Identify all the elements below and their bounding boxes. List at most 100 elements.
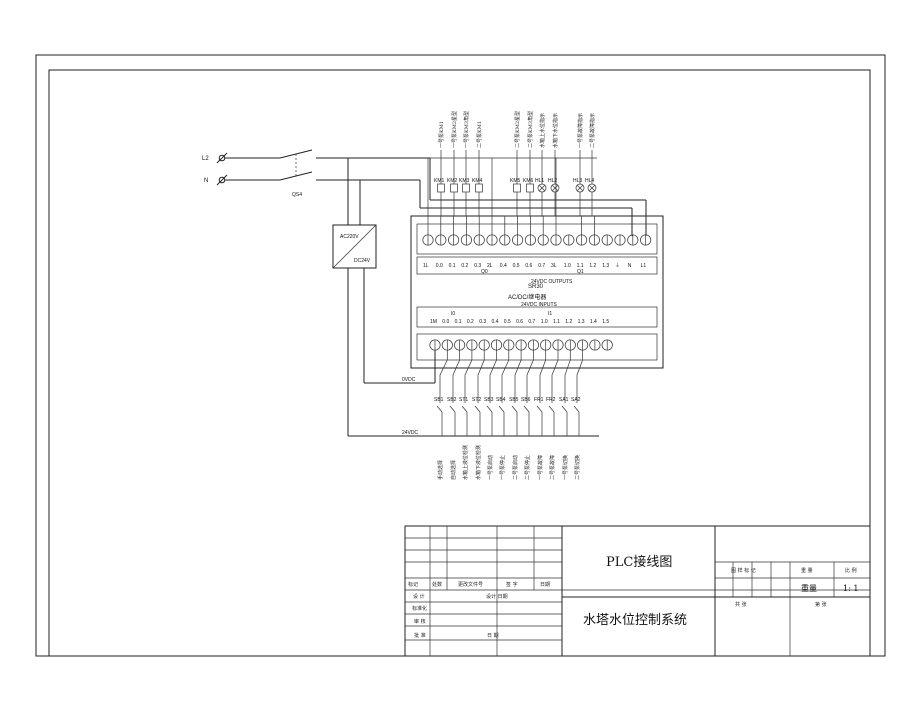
output-terminal-label: 1.0 [564,263,571,269]
input-switch-tag: SB5 [509,397,519,403]
output-device-desc: 一号泵KM2星型 [451,111,458,148]
input-switch [498,350,510,436]
output-device-desc: 水箱下水位指示 [552,113,559,148]
psu-out-label: DC24V [354,258,371,264]
output-device-desc: 二号泵KM1 [477,121,483,148]
output-terminal-label: 0.7 [538,263,545,269]
tb-hdr-stage: 图 样 标 记 [731,567,756,574]
input-switch [536,350,547,436]
input-switch-tag: ST2 [472,397,481,403]
outer-frame [35,54,886,657]
output-device [475,150,483,235]
tb-col-doc: 更改文件号 [458,581,483,588]
output-terminal [576,234,588,246]
input-terminal [429,339,441,351]
output-terminal-label: 0.2 [461,263,468,269]
output-terminal [460,234,472,246]
output-device-tag: KM3 [459,178,470,184]
output-device-tag: KM6 [523,178,534,184]
output-terminal [499,234,511,246]
output-device-desc: 水箱上水位指示 [539,113,546,148]
input-switch [461,350,473,436]
plc-type: AC/DC/继电器 [508,293,546,301]
output-terminal-label: 0.0 [436,263,443,269]
output-terminal-label: 0.6 [525,263,532,269]
tb-row-standard: 标准化 [412,605,427,612]
output-device-tag: KM4 [472,178,483,184]
output-device [450,150,458,235]
input-terminal-label: 1.3 [578,319,585,325]
input-switch-tag: SB3 [484,397,494,403]
input-terminal [490,339,503,351]
q0-label: Q0 [481,269,488,275]
input-terminal [466,339,478,351]
output-terminal-label: N [628,263,632,269]
input-switch-tag: SA2 [571,397,581,403]
input-switch-desc: 手动选择 [437,460,444,480]
input-terminal [540,339,552,351]
input-switch-desc: 一号泵停止 [499,455,506,480]
title-block-grid [404,525,871,657]
output-terminal-label: 0.5 [513,263,520,269]
input-switch-tag: SB6 [521,397,531,403]
output-device [504,150,521,235]
input-switch [523,350,534,436]
output-terminal-label: 3L [551,263,557,269]
dc0-label: 0VDC [402,377,416,383]
input-terminal-label: 0.1 [455,319,462,325]
input-terminal [564,339,576,351]
input-terminal-label: 1M [430,319,437,325]
tb-row-design: 设 计 [413,593,425,600]
output-terminal [601,234,613,246]
input-terminal [454,339,466,351]
input-switch-desc: 一号泵切换 [562,455,569,480]
breaker-label: QS4 [292,192,302,198]
output-device [530,150,547,235]
tb-sheet-no: 第 张 [815,601,827,608]
input-terminal [478,339,490,351]
output-device-desc: 一号泵KM1 [439,121,445,148]
tb-hdr-scale: 比 例 [845,567,857,574]
inputs-caption: 24VDC INPUTS [521,302,558,308]
input-terminal-label: 0.7 [528,319,535,325]
power-supply [332,224,377,269]
output-device-tag: HL1 [535,178,544,184]
output-device-tag: KM1 [434,178,445,184]
output-device-tag: HL3 [573,178,582,184]
i0-label: I0 [451,311,455,317]
output-device [587,150,597,235]
input-switch-desc: 二号泵切换 [574,455,581,480]
n-terminal [216,174,228,186]
input-terminal-label: 0.3 [479,319,486,325]
tb-col-sign: 签 字 [506,581,518,588]
q1-label: Q1 [577,269,584,275]
input-switch [486,350,497,436]
input-terminal-label: 1.2 [565,319,572,325]
i1-label: I1 [548,311,552,317]
input-switch-desc: 二号泵故障 [549,455,556,480]
input-switch [511,350,522,436]
input-switch [561,350,571,436]
output-terminal [435,234,447,246]
input-terminal [577,339,589,351]
output-device-desc: 二号泵KM3角型 [527,111,534,148]
input-terminal [503,339,515,351]
input-switch [436,350,448,436]
output-terminal [512,234,524,246]
input-terminal [589,339,601,351]
l2-terminal [216,152,228,164]
output-terminal [588,234,600,246]
output-device-tag: KM5 [510,178,521,184]
output-terminal [486,234,498,246]
output-device-desc: 一号泵KM3角型 [463,111,470,148]
input-switch-tag: SA1 [559,397,569,403]
input-switch-desc: 水箱下液位检测 [475,445,482,480]
input-terminal-label: 0.5 [504,319,511,325]
input-terminal-label: 1.5 [602,319,609,325]
tb-col-mark: 标记 [408,581,418,588]
input-switch-desc: 一号泵故障 [537,455,544,480]
input-switch-tag: SB1 [434,397,444,403]
output-terminal-label: 0.1 [449,263,456,269]
input-terminal-label: 0.0 [442,319,449,325]
output-terminal-label: 1.1 [577,263,584,269]
